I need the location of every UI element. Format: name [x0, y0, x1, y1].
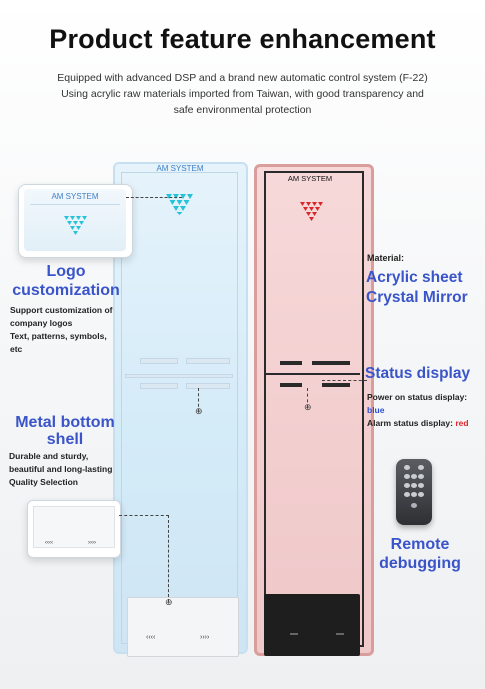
rose-gold-gate-frame [264, 171, 364, 647]
acrylic-divider [125, 374, 233, 378]
material-feature-title: Acrylic sheet Crystal Mirror [366, 268, 484, 308]
base-indicator: ‹‹‹‹ [45, 540, 53, 546]
material-label: Material: [367, 253, 405, 263]
desc-line: Durable and sturdy, [9, 451, 89, 461]
base-indicator: ›››› [200, 634, 210, 641]
metal-feature-desc: Durable and sturdy, beautiful and long-l… [9, 450, 124, 489]
remote-feature-title: Remote debugging [362, 535, 478, 573]
alarm-status-text: Alarm status display: [367, 418, 453, 428]
base-zoom-panel [33, 506, 115, 548]
remote-control-icon [396, 459, 432, 525]
gate-logo-text: AM SYSTEM [156, 164, 204, 173]
logo-triangle-icon [64, 216, 87, 235]
target-marker-icon: ⊕ [304, 402, 312, 412]
base-indicator [336, 633, 344, 635]
acrylic-bar [140, 358, 178, 364]
subtitle-line: Equipped with advanced DSP and a brand n… [57, 72, 428, 84]
status-light-bar [322, 383, 350, 387]
inset-logo-text: AM SYSTEM [51, 192, 99, 201]
acrylic-bar [186, 383, 230, 389]
acrylic-gate [113, 162, 248, 654]
status-feature-title: Status display [365, 365, 471, 382]
metal-bottom-shell-white [127, 597, 239, 657]
remote-title-line: Remote [390, 536, 450, 553]
subtitle-line: Using acrylic raw materials imported fro… [61, 88, 424, 100]
logo-feature-title-line: Logo [46, 263, 86, 280]
desc-line: Support customization of [10, 305, 113, 315]
logo-feature-desc: Support customization of company logos T… [10, 304, 120, 356]
acrylic-bar [186, 358, 230, 364]
power-status-value: blue [367, 405, 385, 415]
target-marker-icon: ⊕ [165, 597, 173, 607]
rose-gold-gate [254, 164, 374, 656]
metal-feature-title-line: Metal bottom [15, 414, 115, 431]
base-indicator [290, 633, 298, 635]
base-indicator: ‹‹‹‹ [146, 634, 156, 641]
metal-feature-title: Metal bottom shell [6, 414, 124, 448]
remote-title-line: debugging [379, 555, 461, 572]
callout-line [119, 515, 169, 516]
material-line: Acrylic sheet [366, 269, 463, 286]
alarm-status-value: red [455, 418, 469, 428]
callout-line [168, 515, 169, 602]
power-status-text: Power on status display: [367, 392, 468, 402]
callout-line [198, 388, 199, 412]
status-feature-desc: Power on status display: blue Alarm stat… [367, 391, 483, 430]
desc-line: Text, patterns, symbols, [10, 331, 107, 341]
acrylic-bar [140, 383, 178, 389]
target-marker-icon: ⊕ [195, 406, 203, 416]
metal-feature-title-line: shell [46, 431, 84, 448]
status-light-bar [312, 361, 350, 365]
desc-line: etc [10, 344, 23, 354]
desc-line: company logos [10, 318, 73, 328]
status-light-bar [280, 383, 302, 387]
metal-bottom-shell-black [264, 594, 360, 656]
acrylic-gate-inner-frame [121, 172, 238, 644]
gate-logo-text: AM SYSTEM [287, 174, 333, 183]
gate-divider [266, 373, 360, 375]
callout-line [307, 388, 308, 408]
logo-zoom-panel [24, 189, 126, 251]
desc-line: beautiful and long-lasting [9, 464, 113, 474]
desc-line: Quality Selection [9, 477, 78, 487]
base-indicator: ›››› [88, 540, 96, 546]
logo-triangle-icon [166, 194, 193, 215]
page-title: Product feature enhancement [49, 24, 436, 54]
callout-line [322, 380, 367, 381]
logo-feature-title-line: customization [12, 282, 120, 299]
logo-triangle-icon [300, 202, 323, 221]
inset-divider [30, 204, 120, 205]
page-subtitle: Equipped with advanced DSP and a brand n… [40, 70, 445, 118]
logo-feature-title: Logo customization [8, 262, 124, 300]
material-line: Crystal Mirror [366, 289, 468, 306]
status-light-bar [280, 361, 302, 365]
subtitle-line: safe environmental protection [173, 104, 312, 116]
callout-line [126, 197, 182, 198]
